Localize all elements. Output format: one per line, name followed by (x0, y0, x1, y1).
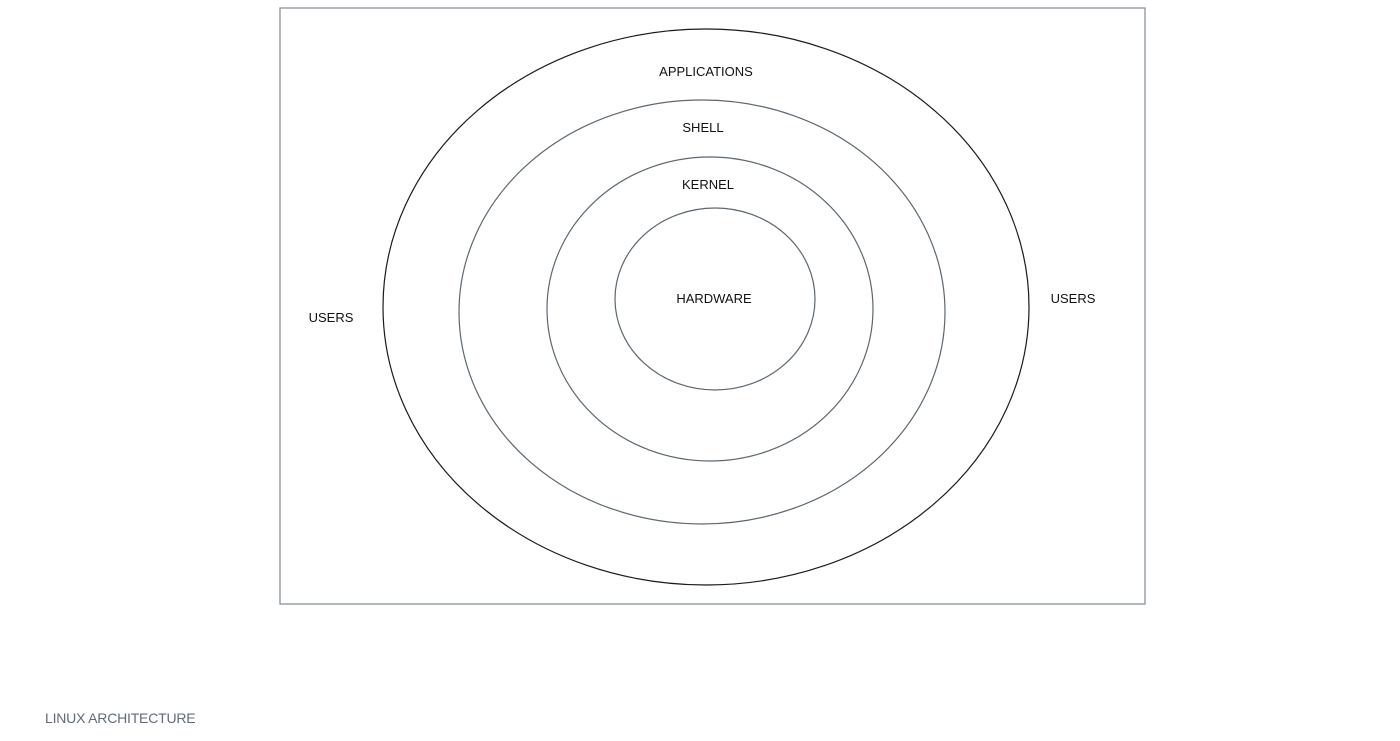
hardware-label: HARDWARE (676, 291, 752, 306)
applications-layer (382, 28, 1030, 586)
shell-layer (458, 99, 946, 525)
diagram-caption: LINUX ARCHITECTURE (45, 710, 196, 726)
kernel-label: KERNEL (682, 177, 734, 192)
kernel-layer (546, 156, 874, 462)
shell-label: SHELL (682, 120, 723, 135)
diagram-frame (279, 7, 1146, 605)
hardware-layer (614, 207, 816, 391)
users-left-label: USERS (309, 310, 354, 325)
applications-label: APPLICATIONS (659, 64, 753, 79)
users-right-label: USERS (1051, 291, 1096, 306)
